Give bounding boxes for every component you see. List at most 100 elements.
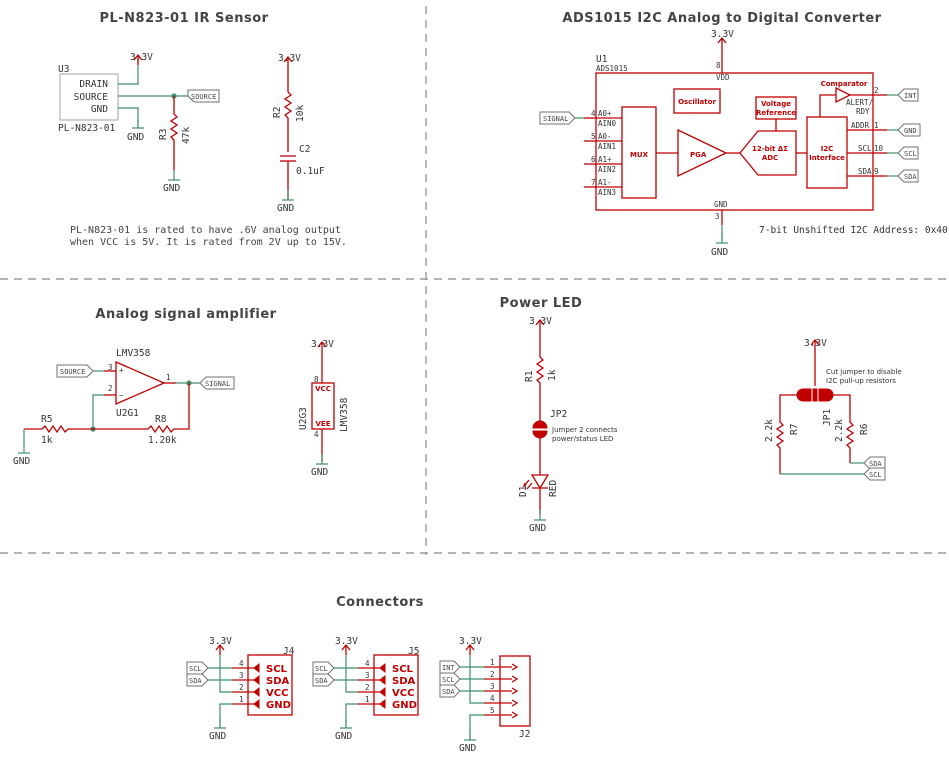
u3-ref: U3 <box>58 64 69 75</box>
net-flag-gnd-adc: GND <box>897 123 921 137</box>
svg-text:SCL: SCL <box>189 665 202 673</box>
led-gnd-label: GND <box>529 523 546 534</box>
svg-text:5: 5 <box>591 132 596 141</box>
svg-text:3: 3 <box>108 363 113 372</box>
svg-text:SDA: SDA <box>869 460 882 468</box>
svg-text:1: 1 <box>166 373 171 382</box>
svg-text:SIGNAL: SIGNAL <box>205 380 230 388</box>
jp2-note-2: power/status LED <box>552 435 613 443</box>
opamp-name: LMV358 <box>116 348 151 359</box>
svg-text:SDA: SDA <box>442 688 455 696</box>
mux-block: MUX <box>630 151 649 159</box>
svg-text:1: 1 <box>365 695 370 704</box>
section-title-connectors: Connectors <box>336 595 424 610</box>
r1-ref: R1 <box>524 370 535 382</box>
c2-ref: C2 <box>299 144 310 155</box>
ir-vcc-label: 3.3V <box>130 52 153 63</box>
ir-gnd-label-1: GND <box>127 132 144 143</box>
net-flag-int-adc: INT <box>897 88 919 102</box>
svg-text:2: 2 <box>874 86 879 95</box>
u3-pin-drain: DRAIN <box>79 79 108 90</box>
r3-gnd-label: GND <box>163 183 180 194</box>
r5-ref: R5 <box>41 414 52 425</box>
net-flag-signal-adc: SIGNAL <box>539 111 576 125</box>
u2g3-gnd-label: GND <box>311 467 328 478</box>
u3-pin-source: SOURCE <box>74 92 109 103</box>
r2-vcc-label: 3.3V <box>278 53 301 64</box>
u2g3-ref: U2G3 <box>298 407 309 430</box>
oscillator-block: Oscillator <box>678 98 716 106</box>
net-flag-signal-amp: SIGNAL <box>199 376 235 390</box>
jp2-note-1: Jumper 2 connects <box>551 426 618 434</box>
svg-text:VCC: VCC <box>315 385 331 393</box>
adc-block-label-1: 12-bit ΔΣ <box>752 145 788 153</box>
svg-text:VCC: VCC <box>392 688 414 699</box>
u3-value: PL-N823-01 <box>58 123 115 134</box>
r3-value: 47k <box>181 127 192 144</box>
d1-ref: D1 <box>518 485 529 497</box>
net-flag-sda-j4: SDA <box>186 673 209 687</box>
vref-label-2: Reference <box>756 109 796 117</box>
net-flag-source-amp: SOURCE <box>56 364 94 378</box>
vref-label-1: Voltage <box>761 100 791 108</box>
r7-ref: R7 <box>789 424 800 435</box>
svg-text:8: 8 <box>314 375 319 384</box>
svg-text:SCL: SCL <box>904 150 917 158</box>
section-title-power-led: Power LED <box>500 296 583 311</box>
adc-pin-gnd-num: 3 <box>715 212 720 221</box>
svg-text:1: 1 <box>490 658 495 667</box>
svg-text:6: 6 <box>591 155 596 164</box>
svg-text:GND: GND <box>392 700 417 711</box>
svg-text:3: 3 <box>365 671 370 680</box>
svg-text:GND: GND <box>904 127 917 135</box>
svg-text:9: 9 <box>874 167 879 176</box>
comparator-block: Comparator <box>821 80 868 88</box>
i2c-block-label-1: I2C <box>821 145 834 153</box>
r3-ref: R3 <box>158 129 169 140</box>
jumper-jp1[interactable] <box>796 388 834 402</box>
d1-value: RED <box>548 480 559 497</box>
r5-gnd-label: GND <box>13 456 30 467</box>
j4-ref: J4 <box>283 646 295 657</box>
j4-gnd-label: GND <box>209 731 226 742</box>
jp1-note-2: I2C pull-up resistors <box>826 377 896 385</box>
opamp-power-u2g3: VCC VEE <box>311 382 335 430</box>
svg-text:2: 2 <box>365 683 370 692</box>
net-flag-scl-j5: SCL <box>312 661 335 675</box>
net-flag-sda-j5: SDA <box>312 673 335 687</box>
j5-gnd-label: GND <box>335 731 352 742</box>
svg-text:A0-: A0- <box>598 132 612 141</box>
jumper-jp2[interactable] <box>532 420 548 439</box>
svg-text:A1+: A1+ <box>598 155 612 164</box>
adc-vdd-label: VDD <box>716 73 730 82</box>
pga-block: PGA <box>690 151 707 159</box>
ir-description-line1: PL-N823-01 is rated to have .6V analog o… <box>70 225 341 236</box>
j4-vcc-label: 3.3V <box>209 636 232 647</box>
svg-text:AIN1: AIN1 <box>598 142 616 151</box>
r1-value: 1k <box>547 369 558 381</box>
j2-gnd-label: GND <box>459 743 476 754</box>
section-title-ir-sensor: PL-N823-01 IR Sensor <box>99 11 268 26</box>
connector-j2: 1 2 3 4 5 J2 <box>484 655 531 740</box>
jp2-ref: JP2 <box>550 409 567 420</box>
svg-text:2: 2 <box>108 384 113 393</box>
j5-ref: J5 <box>408 646 419 657</box>
svg-text:INT: INT <box>904 92 917 100</box>
j5-vcc-label: 3.3V <box>335 636 358 647</box>
net-flag-source: SOURCE <box>187 89 220 103</box>
svg-text:5: 5 <box>490 706 495 715</box>
r2-ref: R2 <box>272 107 283 118</box>
svg-text:1: 1 <box>874 121 879 130</box>
net-flag-scl-j4: SCL <box>186 661 209 675</box>
svg-text:2: 2 <box>490 670 495 679</box>
svg-text:10: 10 <box>874 144 884 153</box>
svg-text:1: 1 <box>239 695 244 704</box>
svg-text:4: 4 <box>239 659 244 668</box>
svg-text:A1-: A1- <box>598 178 612 187</box>
connector-j5: J5 SCL SDA VCC GND 4 3 2 1 <box>358 646 419 716</box>
svg-text:ADDR: ADDR <box>851 121 870 130</box>
pullup-vcc-label: 3.3V <box>804 338 827 349</box>
svg-text:SCL: SCL <box>315 665 328 673</box>
svg-text:4: 4 <box>490 694 495 703</box>
net-flag-scl-adc: SCL <box>897 146 919 160</box>
